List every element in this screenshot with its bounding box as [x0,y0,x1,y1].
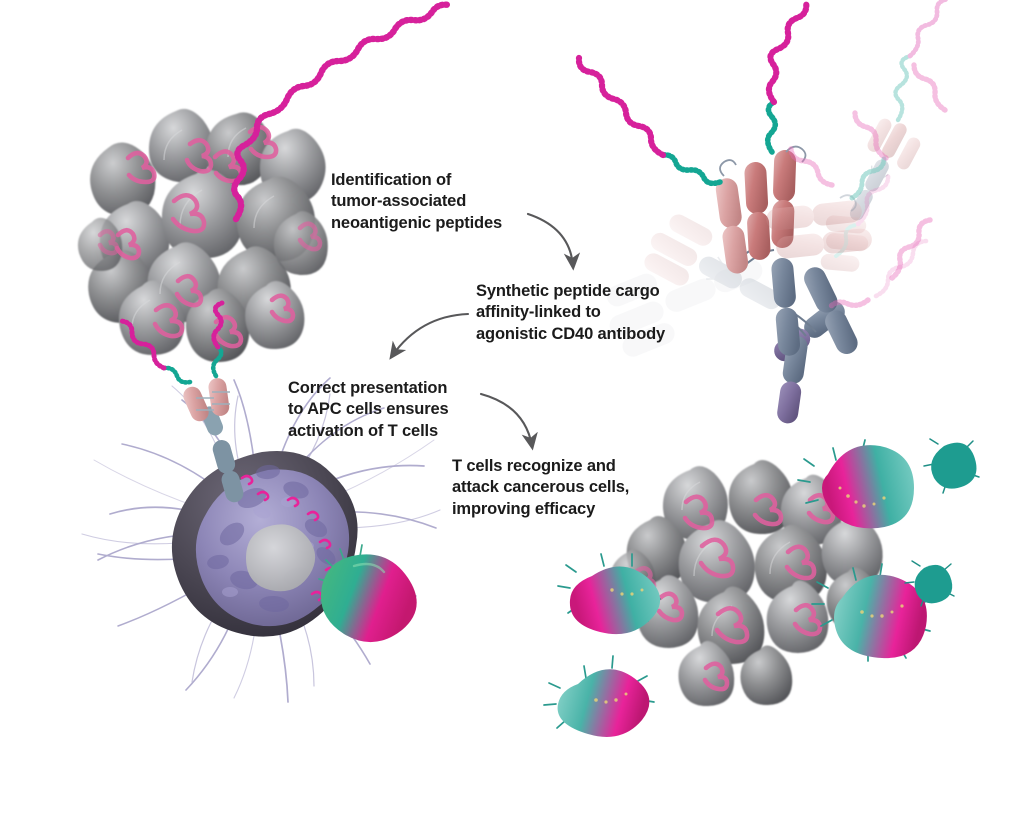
antibody-ghost-right [849,0,951,221]
cd40-antibody-assembly [575,0,951,424]
arrow-step1-to-step2 [526,212,581,271]
apc-dendritic-cell [81,300,441,703]
tcell-attack-top-right [797,439,914,529]
antibody-ghost-pale [606,259,763,357]
antibody-on-apc [118,300,244,503]
caption-step-2: Synthetic peptide cargo affinity-linked … [476,282,666,343]
tumor-cluster-top-left [77,1,453,363]
caption-step-4: T cells recognize and attack cancerous c… [452,457,630,518]
peptide-chain-from-tumor [231,1,453,223]
caption-step-1: Identification of tumor-associated neoan… [331,171,503,232]
antibody-ghost-left [644,214,781,310]
tcell-attack-left [557,553,661,635]
tcell-distant-upper-right [923,438,980,494]
tumor-cluster-bottom-right [543,438,980,737]
tcell-attack-bottom-left [543,655,655,737]
arrow-step3-to-step4 [479,392,538,451]
antibody-main [575,0,948,424]
tcell-distant-right [904,560,955,607]
caption-step-3: Correct presentation to APC cells ensure… [288,379,449,440]
arrow-step2-to-step3 [389,312,470,360]
tcell-attack-right [811,563,931,662]
tcell-near-apc [318,544,417,643]
